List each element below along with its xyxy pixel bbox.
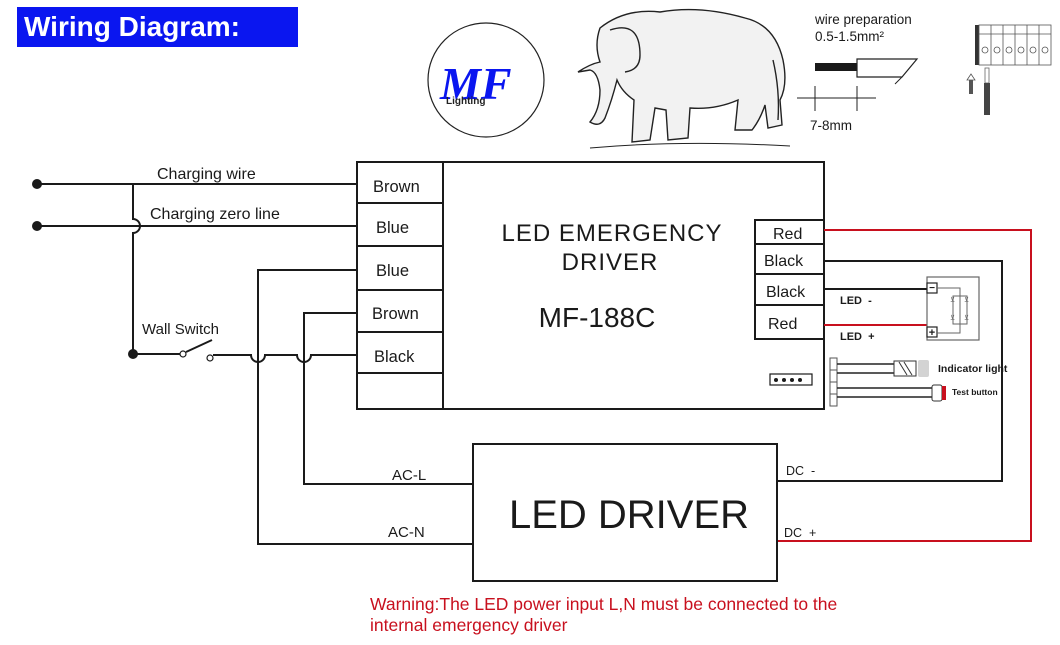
left-terminal-2: Blue [376,219,409,237]
output-wiring [777,229,1032,542]
ac-l-label: AC-L [392,467,426,484]
elephant-illustration [577,8,791,149]
led-minus-label: LED - [840,295,872,307]
accessory-connector [829,357,946,407]
led-module: − + ⊻ ⊻ ⊻ ⊻ LED - LED + [840,276,980,343]
dc-plus-label: DC + [784,526,816,540]
terminal-block-icon [966,24,1052,115]
right-terminal-4: Red [768,316,797,333]
wall-switch-label: Wall Switch [142,321,219,338]
indicator-light-icon [918,360,929,377]
warning-line-2: internal emergency driver [370,615,568,635]
mf-lighting-logo: MF Lighting [427,22,545,138]
warning-note: Warning:The LED power input L,N must be … [370,594,950,636]
test-button-icon [931,384,943,402]
input-wiring [37,183,473,545]
svg-text:⊻: ⊻ [950,296,955,304]
junction-dot [128,349,138,359]
logo-text: MF [439,58,512,109]
right-terminal-1: Red [773,226,802,243]
test-button-label: Test button [952,387,998,397]
logo-subtext: Lighting [446,96,485,107]
left-terminal-5: Black [374,348,415,366]
charging-wire-label: Charging wire [157,166,256,183]
switch-contact-a [179,350,187,358]
terminal-dot-line [32,179,42,189]
switch-contact-b [206,354,214,362]
dc-minus-label: DC - [786,464,815,478]
warning-line-1: Warning:The LED power input L,N must be … [370,594,838,614]
emergency-driver-model: MF-188C [539,302,656,333]
wire-prep-title: wire preparation [814,12,912,27]
wire-strip-length: 7-8mm [810,118,852,133]
wire-preparation-diagram: wire preparation 0.5-1.5mm² 7-8mm [797,12,919,133]
led-driver-box: LED DRIVER [472,443,778,582]
emergency-driver-title-1: LED EMERGENCY [501,220,722,247]
left-terminal-3: Blue [376,262,409,280]
led-plus-sign: + [929,327,935,339]
svg-text:⊻: ⊻ [964,314,969,322]
emergency-driver-title-2: DRIVER [562,249,659,276]
left-terminal-1: Brown [373,178,420,196]
terminal-dot-neutral [32,221,42,231]
led-driver-title: LED DRIVER [509,493,749,537]
svg-text:⊻: ⊻ [950,314,955,322]
emergency-driver-box: Brown Blue Blue Brown Black LED EMERGENC… [356,161,825,410]
diagram-title: Wiring Diagram: [17,7,298,47]
right-terminal-2: Black [764,253,804,270]
indicator-light-label: Indicator light [938,363,1008,375]
left-terminal-4: Brown [372,305,419,323]
charging-zero-line-label: Charging zero line [150,206,280,223]
wire-prep-gauge: 0.5-1.5mm² [815,29,885,44]
led-plus-label: LED + [840,331,875,343]
right-terminal-3: Black [766,284,806,301]
led-minus-sign: − [929,283,935,294]
ac-n-label: AC-N [388,524,425,541]
svg-text:⊻: ⊻ [964,296,969,304]
